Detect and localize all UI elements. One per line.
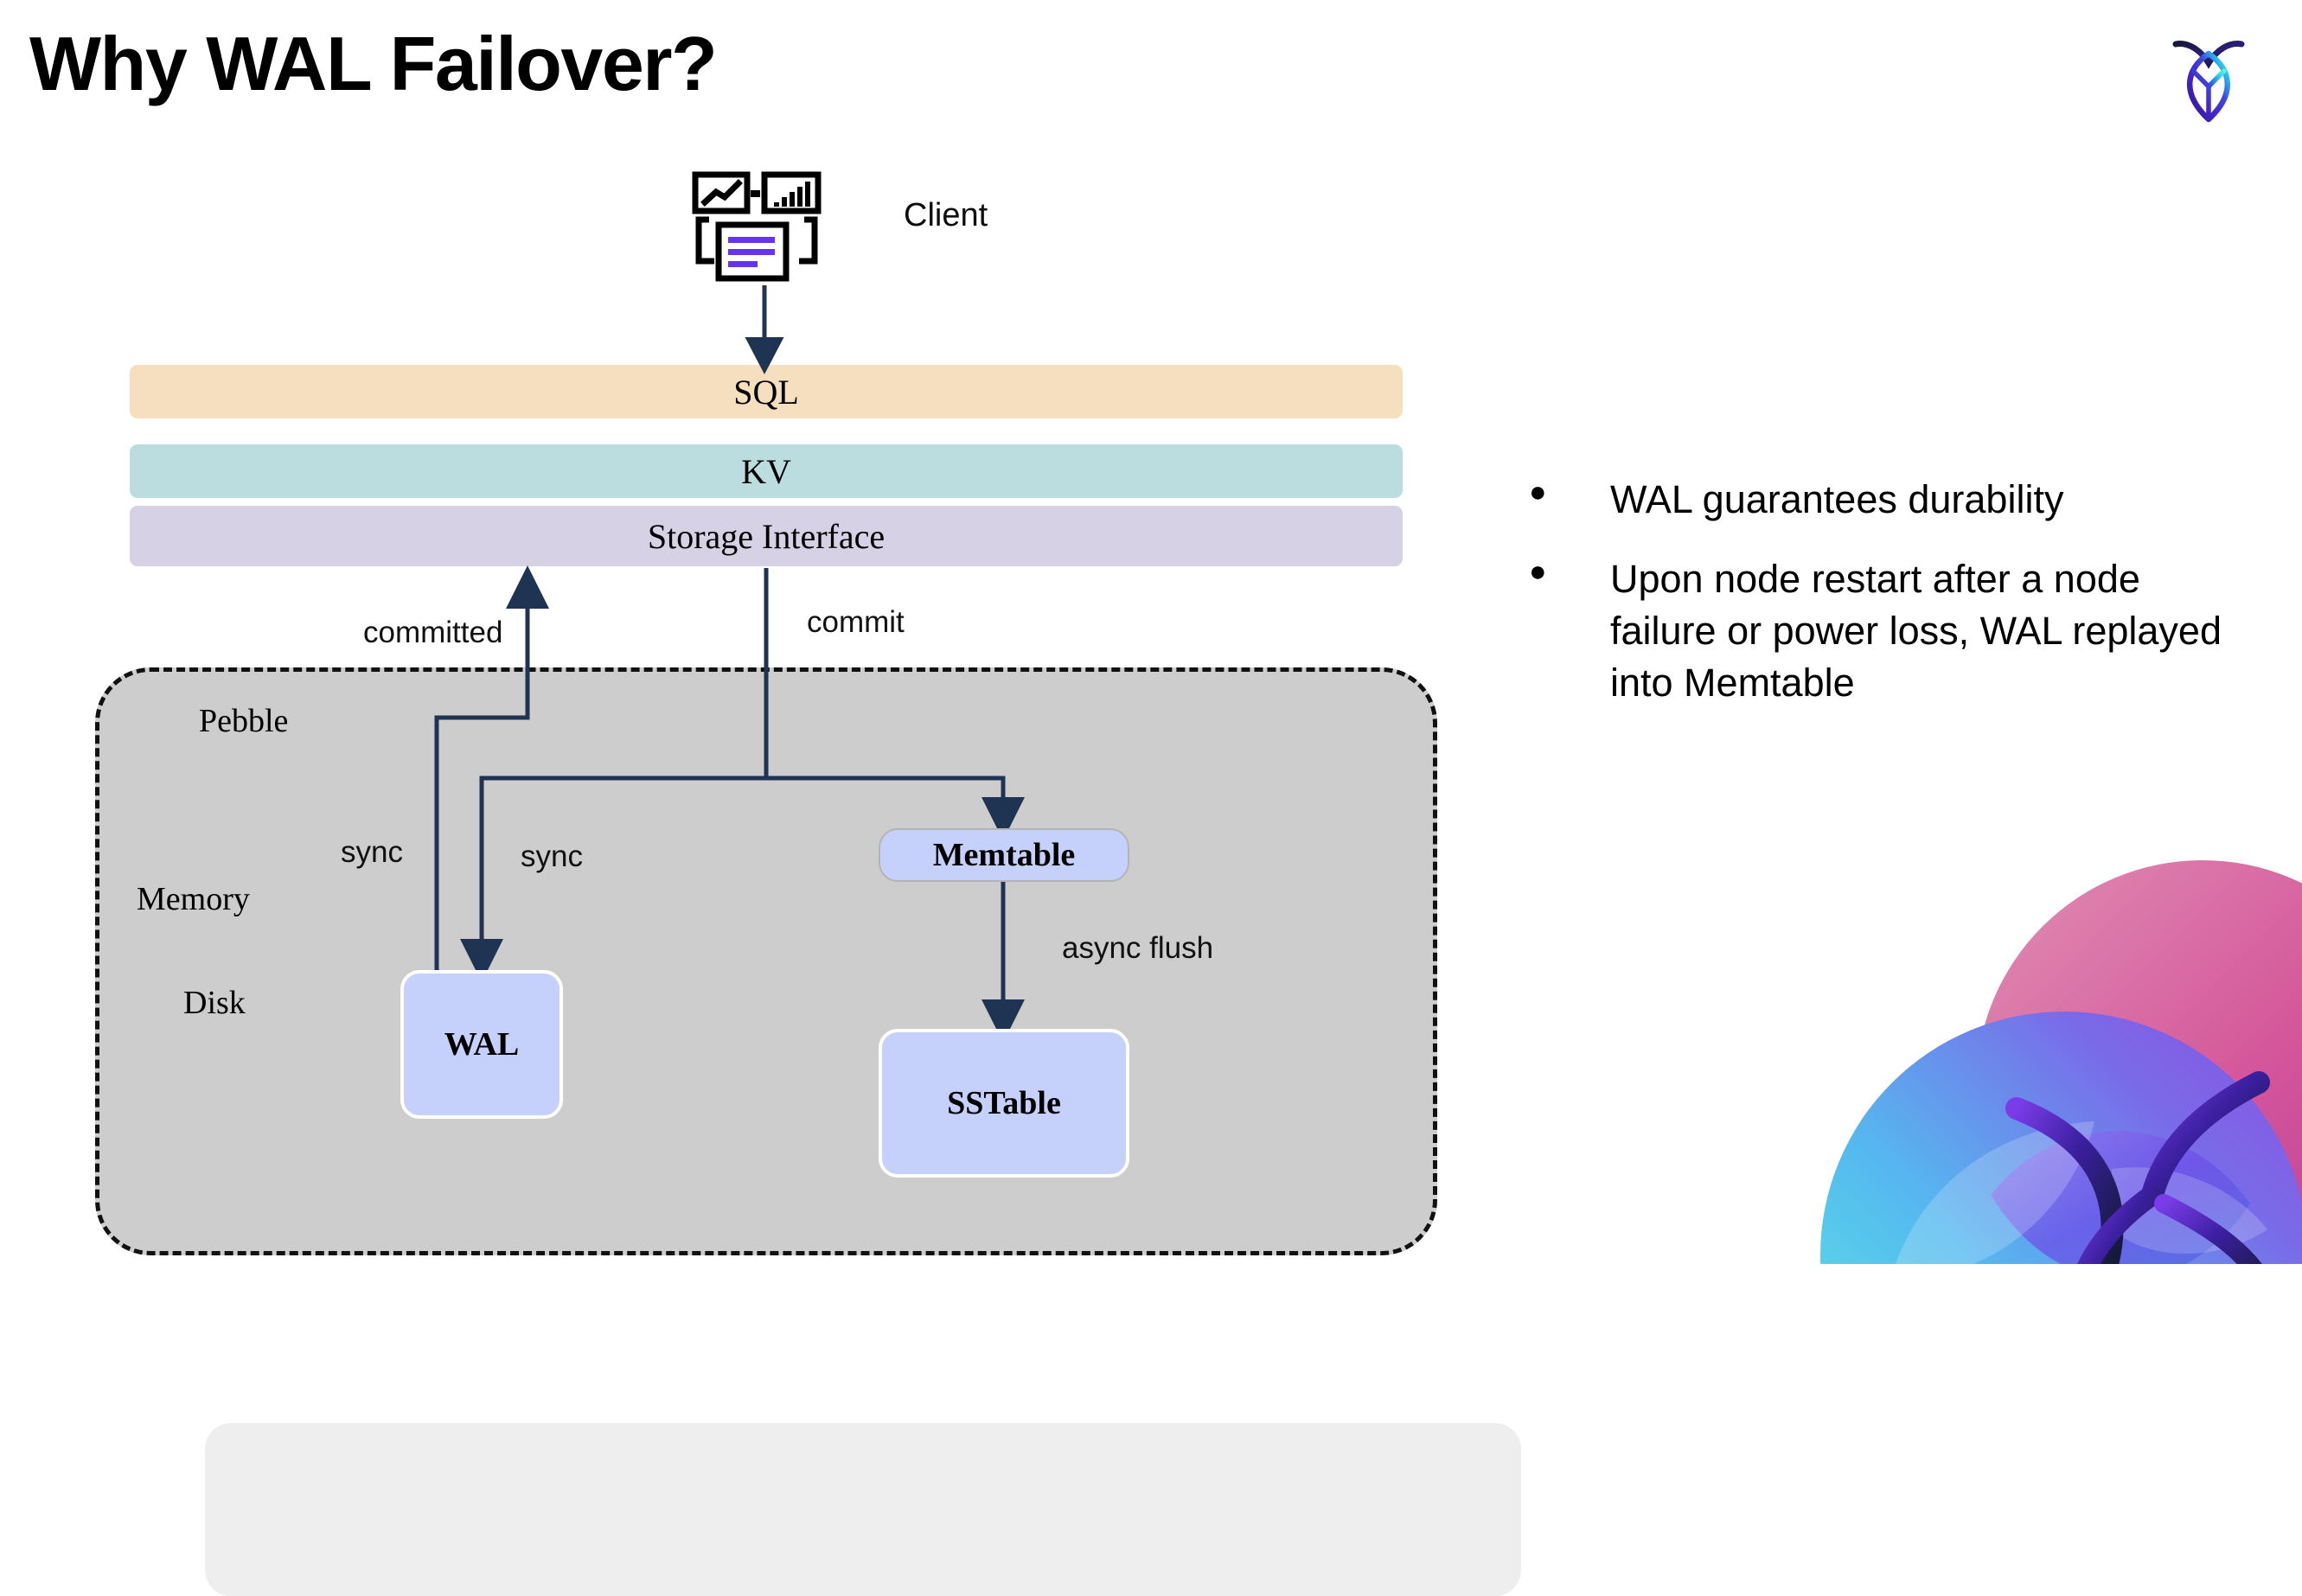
edge-label-sync-b: sync: [521, 839, 583, 873]
node-label-wal: WAL: [444, 1026, 520, 1063]
bullet-marker: ●: [1529, 554, 1547, 588]
corner-gradient-graphic: [1731, 823, 2302, 1264]
node-label-memtable: Memtable: [932, 837, 1076, 873]
layer-bar-kv: KV: [130, 444, 1403, 498]
node-wal: WAL: [400, 970, 563, 1119]
edge-label-committed: committed: [363, 616, 503, 649]
edge-label-sync-a: sync: [341, 835, 403, 869]
client-label: Client: [904, 197, 988, 233]
list-item: ● WAL guarantees durability: [1529, 474, 2247, 526]
bullet-text: Upon node restart after a node failure o…: [1610, 556, 2222, 705]
memory-region: [205, 1423, 1521, 1596]
layer-label-kv: KV: [741, 451, 791, 491]
bullet-list: ● WAL guarantees durability ● Upon node …: [1529, 474, 2247, 736]
layer-label-storage-interface: Storage Interface: [647, 516, 886, 556]
memory-label: Memory: [137, 881, 250, 917]
layer-label-sql: SQL: [733, 372, 799, 412]
node-label-sstable: SSTable: [947, 1085, 1061, 1121]
layer-bar-sql: SQL: [130, 365, 1403, 418]
layer-bar-storage-interface: Storage Interface: [130, 506, 1403, 566]
edge-label-async-flush: async flush: [1062, 931, 1214, 965]
node-sstable: SSTable: [879, 1029, 1129, 1178]
pebble-label: Pebble: [199, 703, 289, 739]
pebble-container: [95, 667, 1521, 1596]
bullet-text: WAL guarantees durability: [1610, 477, 2064, 521]
client-dashboard-icon: [692, 171, 830, 284]
cockroach-logo: [2160, 29, 2257, 130]
page-title: Why WAL Failover?: [29, 21, 718, 106]
disk-label: Disk: [183, 985, 246, 1021]
bullet-marker: ●: [1529, 476, 1547, 508]
node-memtable: Memtable: [879, 828, 1129, 882]
edge-label-commit: commit: [807, 605, 905, 639]
list-item: ● Upon node restart after a node failure…: [1529, 553, 2247, 709]
